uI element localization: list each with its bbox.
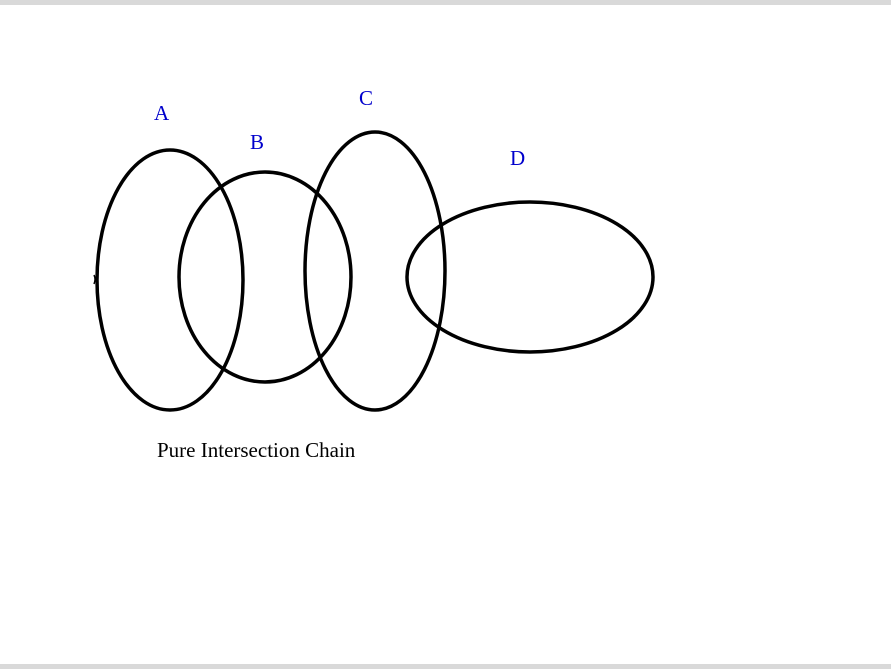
set-label-a: A <box>154 101 170 125</box>
set-label-c: C <box>359 86 374 110</box>
ellipse-b <box>177 170 353 384</box>
ellipse-a <box>95 148 245 412</box>
set-label-b: B <box>250 130 265 154</box>
stray-mark <box>93 274 96 285</box>
top-edge-band <box>0 0 891 5</box>
ellipse-d <box>405 200 655 354</box>
set-label-d: D <box>510 146 526 170</box>
diagram-caption: Pure Intersection Chain <box>157 438 356 462</box>
bottom-edge-band <box>0 664 891 669</box>
ellipse-c <box>303 130 447 412</box>
